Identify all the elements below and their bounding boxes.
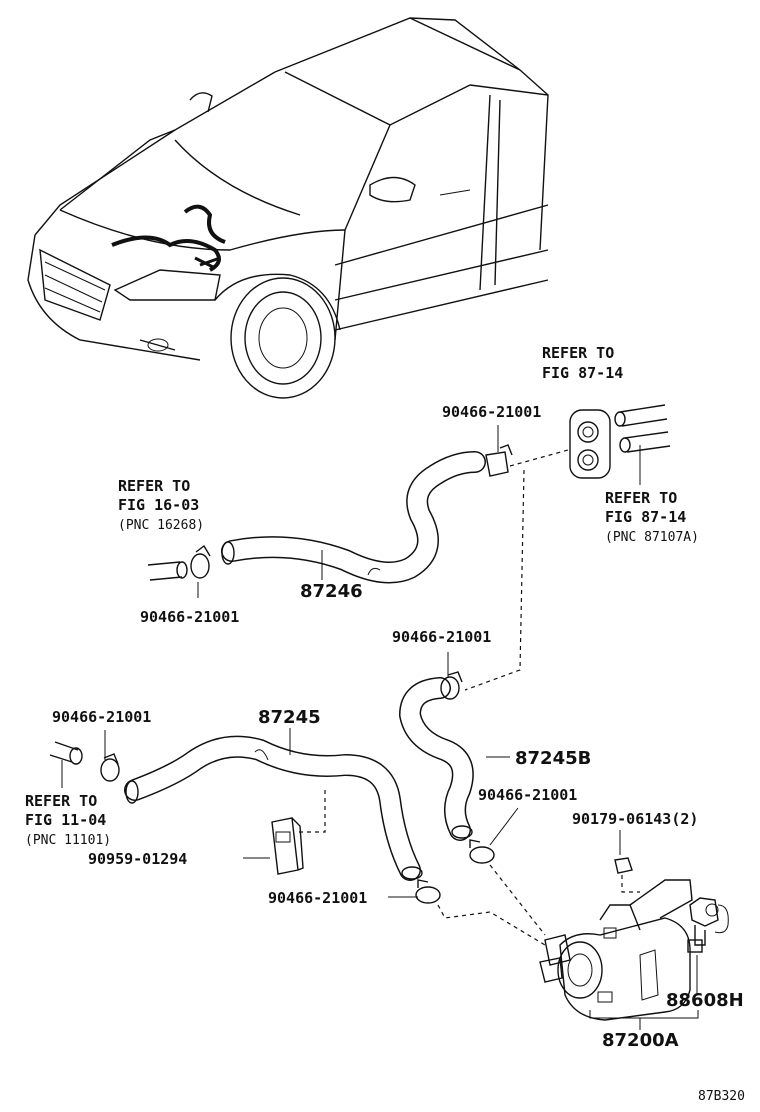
label-refer-11-04-b: FIG 11-04: [25, 811, 106, 829]
label-refer-87-14-top-b: FIG 87-14: [542, 364, 623, 382]
label-clamp-top: 90466-21001: [442, 403, 541, 421]
label-refer-11-04-c: (PNC 11101): [25, 833, 111, 848]
label-figure-code: 87B320: [698, 1089, 745, 1104]
hose-87245b: [399, 677, 474, 841]
clamp-left-upper-icon: [190, 544, 211, 579]
pipe-stub-16-03: [147, 561, 188, 581]
label-hose-87246: 87246: [300, 581, 363, 602]
pipe-stub-11-04: [49, 741, 83, 765]
clamp-left-lower-icon: [100, 753, 120, 782]
pipes-87-14-icon: [614, 404, 671, 453]
clamp-bottom-icon: [415, 879, 441, 904]
nut-90179-icon: [614, 857, 633, 874]
car-illustration: [27, 17, 549, 399]
label-hose-87245b: 87245B: [515, 748, 591, 769]
label-refer-16-03-b: FIG 16-03: [118, 496, 199, 514]
label-refer-11-04-a: REFER TO: [25, 792, 97, 810]
label-refer-87-14-right-b: FIG 87-14: [605, 508, 686, 526]
label-bracket-90959: 90959-01294: [88, 850, 187, 868]
label-clamp-right-lower: 90466-21001: [478, 786, 577, 804]
clamp-top-icon: [485, 444, 513, 477]
sensor-88608h-icon: [687, 897, 729, 953]
label-hose-87245: 87245: [258, 707, 321, 728]
label-pump-87200a: 87200A: [602, 1030, 679, 1051]
label-refer-87-14-right-a: REFER TO: [605, 489, 677, 507]
label-refer-16-03-a: REFER TO: [118, 477, 190, 495]
clamp-mid-icon: [440, 671, 463, 700]
label-clamp-left-lower: 90466-21001: [52, 708, 151, 726]
label-sensor-88608h: 88608H: [666, 990, 744, 1011]
pump-87200a-icon: [539, 879, 693, 1021]
label-clamp-mid: 90466-21001: [392, 628, 491, 646]
label-nut-90179: 90179-06143(2): [572, 810, 698, 828]
label-refer-87-14-top-a: REFER TO: [542, 344, 614, 362]
gasket-plate-icon: [569, 409, 611, 479]
label-clamp-bottom: 90466-21001: [268, 889, 367, 907]
clamp-right-lower-icon: [469, 839, 495, 864]
bracket-90959-icon: [271, 817, 304, 875]
label-clamp-left-upper: 90466-21001: [140, 608, 239, 626]
label-refer-87-14-right-c: (PNC 87107A): [605, 530, 699, 545]
hose-87245: [124, 735, 423, 881]
label-refer-16-03-c: (PNC 16268): [118, 518, 204, 533]
hose-87246: [221, 451, 486, 584]
